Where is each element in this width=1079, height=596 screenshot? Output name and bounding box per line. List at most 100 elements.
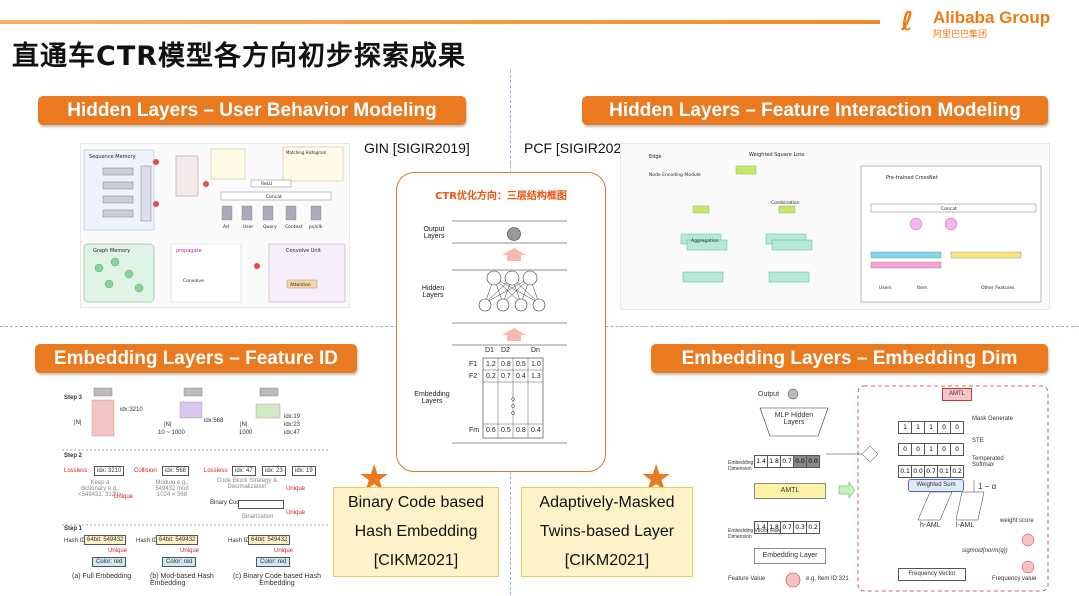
binary-code-label: Binary Code: [210, 500, 244, 506]
pcf-label-node-enc: Node Encoding Module: [649, 172, 701, 178]
n-label-c: |N|: [240, 422, 248, 428]
mask-0: 1: [898, 421, 912, 434]
softmax-label: Temperated Softmax: [972, 456, 1004, 468]
amtl-title-box: AMTL: [942, 388, 972, 401]
amtl-figure: Output MLP Hidden Layers Embedding Vecto…: [722, 382, 1057, 594]
idx-568-box: idx: 568: [162, 466, 190, 476]
n-label-a: |N|: [74, 420, 82, 426]
unique-step1-c: Unique: [274, 548, 294, 554]
gin-label-graphmem: Graph Memory: [93, 248, 130, 254]
logo-cn: 阿里巴巴集团: [933, 30, 988, 40]
hash-id-b: Hash ID: [136, 538, 158, 544]
mask-3: 0: [937, 421, 951, 434]
gin-figure: Sequence Memory Graph Memory propagate C…: [80, 143, 350, 308]
hash-value-c: 64bit: 549432: [248, 535, 291, 545]
softmax-1: 0.0: [911, 465, 925, 478]
caption-full: (a) Full Embedding: [72, 573, 132, 580]
cell-f1-d3: 0.5: [516, 361, 526, 368]
gin-label-query: Query: [263, 224, 277, 230]
center-framework-box: CTR优化方向：三层结构框图 Output Layers Hidden Laye…: [396, 172, 606, 472]
pcf-label-loss: Weighted Square Loss: [749, 152, 805, 158]
pcf-label-item: Item: [917, 285, 927, 291]
amtl-output: Output: [758, 391, 780, 398]
unique-step1-b: Unique: [180, 548, 200, 554]
collision-label: Collision: [134, 468, 157, 474]
l-aml-label: l-AML: [956, 522, 975, 529]
idx-19: idx:19: [284, 414, 301, 420]
e-hat-3: 0.0: [793, 455, 807, 468]
header-accent-bar: [0, 20, 880, 24]
gin-label-attention: Attention: [290, 282, 311, 288]
pcf-label-users: Users: [879, 285, 892, 291]
publication-box-hash: Binary Code based Hash Embedding [CIKM20…: [333, 487, 499, 577]
cell-fm-d2: 0.5: [501, 427, 511, 434]
n-label-b: |N|: [164, 422, 172, 428]
feature-value-label: Feature Value: [728, 576, 766, 582]
h-aml-label: h-AML: [920, 522, 941, 529]
mask-4: 0: [950, 421, 964, 434]
pcf-label-crossnet: Pre-trained CrossNet: [886, 175, 938, 181]
gin-label-convolve: Convolve: [183, 278, 204, 284]
mask-2: 1: [924, 421, 938, 434]
hash-value-a: 64bit: 549432: [84, 535, 127, 545]
ste-4: 0: [950, 443, 964, 456]
e-hat-1: 1.8: [767, 455, 781, 468]
caption-binary: (c) Binary Code based Hash Embedding: [233, 573, 321, 587]
layer-label-embedding: Embedding Layers: [414, 391, 450, 405]
section-title-embedding-dim: Embedding Layers – Embedding Dim: [651, 344, 1048, 373]
gin-label-context: Context: [285, 224, 303, 230]
gin-label-seqmem: Sequence Memory: [89, 154, 136, 160]
pub-hash-line-2: Hash Embedding: [354, 523, 478, 540]
gin-label-propagate: propagate: [176, 248, 202, 254]
hash-id-c: Hash ID: [228, 538, 250, 544]
row-f2: F2: [469, 373, 478, 380]
frequency-vector-box: Frequency Vector: [898, 568, 966, 581]
e-hat-4: 0.0: [806, 455, 820, 468]
cell-f1-d2: 0.8: [501, 361, 511, 368]
pub-amtl-line-1: Adaptively-Masked: [539, 494, 675, 511]
sigmoid-label: sigmoid(norm(q)): [962, 548, 1008, 554]
gin-label-relu: ReLU: [261, 181, 272, 187]
idx-3210-box: idx: 3210: [94, 466, 125, 476]
color-red-a: Color: red: [92, 557, 127, 567]
caption-mod: (b) Mod-based Hash Embedding: [150, 573, 214, 587]
col-d1: D1: [485, 347, 494, 354]
alibaba-smile-icon: ℓ: [901, 7, 914, 37]
idx-47: idx:47: [284, 430, 301, 436]
pcf-label-aggregation: Aggregation: [691, 238, 719, 244]
layer-label-hidden: Hidden Layers: [421, 285, 445, 299]
unique-step1-a: Unique: [108, 548, 128, 554]
page-title: 直通车CTR模型各方向初步探索成果: [12, 41, 467, 72]
ste-0: 0: [898, 443, 912, 456]
lossless-c: Lossless: [204, 468, 228, 474]
ste-2: 1: [924, 443, 938, 456]
hash-embedding-lines: [62, 387, 330, 526]
e-4: 0.2: [806, 521, 820, 534]
unique-a: Unique: [114, 494, 134, 500]
cell-fm-dn: 0.4: [531, 427, 541, 434]
binary-code-bits: [238, 500, 284, 509]
amtl-svg: [759, 385, 1049, 592]
cell-f2-d1: 0.2: [486, 373, 496, 380]
gin-label-concat: Concat: [266, 194, 282, 200]
pub-amtl-line-2: Twins-based Layer: [539, 523, 675, 540]
e-0: 1.4: [754, 521, 768, 534]
e-3: 0.3: [793, 521, 807, 534]
cell-fm-d3: 0.8: [516, 427, 526, 434]
amtl-mlp: MLP Hidden Layers: [774, 412, 814, 426]
gin-label-convolve-unit: Convolve Unit: [286, 248, 321, 254]
pcf-figure: Edge Weighted Square Loss Node Encoding …: [620, 143, 1050, 310]
pub-amtl-line-3: [CIKM2021]: [564, 552, 650, 569]
hash-id-a: Hash ID: [64, 538, 86, 544]
citation-pcf: PCF [SIGIR2021]: [524, 140, 633, 156]
frequency-value-label: Frequency value: [992, 576, 1037, 582]
gin-diagram: Sequence Memory Graph Memory propagate C…: [83, 146, 346, 303]
hash-embedding-figure: Step 3 Step 2 Step 1 idx:3210 idx:568 id…: [62, 380, 330, 594]
unique-c2: Unique: [286, 510, 306, 516]
ste-label: STE: [972, 438, 984, 444]
section-title-feature-id: Embedding Layers – Feature ID: [35, 344, 357, 373]
note-dictionary: Keep a dictionary e.g., <549432, 3120>: [78, 480, 122, 498]
pub-hash-line-1: Binary Code based: [347, 494, 485, 511]
